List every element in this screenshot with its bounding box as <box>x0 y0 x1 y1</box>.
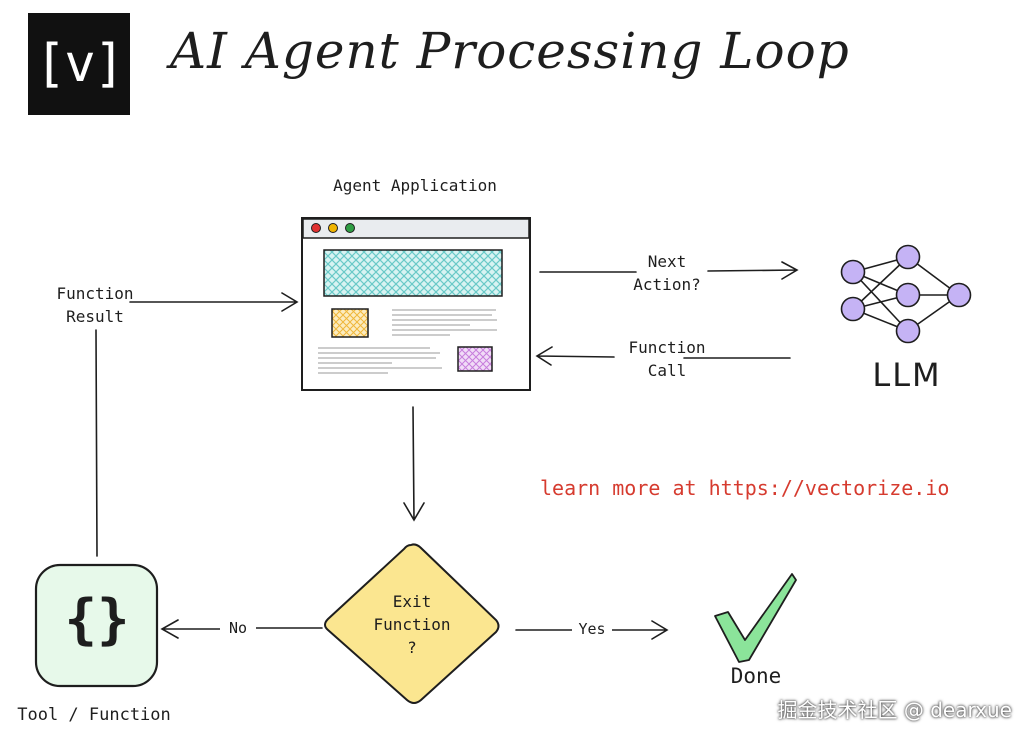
exit-function-label: Exit Function ? <box>360 590 464 659</box>
arrow-next-action <box>539 261 799 280</box>
window-banner-block <box>323 249 503 297</box>
agent-application-label: Agent Application <box>333 176 497 195</box>
next-action-label: Next Action? <box>612 250 722 296</box>
agent-application-window <box>301 217 531 391</box>
function-result-line1: Function <box>56 284 134 303</box>
arrow-function-result <box>129 292 299 312</box>
diagram-title: AI Agent Processing Loop <box>170 22 850 80</box>
function-call-line1: Function <box>628 338 706 357</box>
yes-edge-label: Yes <box>572 620 612 638</box>
llm-network-icon <box>840 244 972 344</box>
window-yellow-block <box>331 308 369 338</box>
arrow-yes <box>515 620 669 640</box>
window-minimize-dot <box>328 223 338 233</box>
exit-function-diamond <box>324 543 500 704</box>
next-action-line2: Action? <box>633 275 701 294</box>
learn-more-link[interactable]: learn more at https://vectorize.io <box>540 476 950 500</box>
arrow-no <box>160 619 323 639</box>
tool-function-label: Tool / Function <box>17 705 171 725</box>
window-text-lines <box>318 309 497 374</box>
exit-line3: ? <box>407 638 417 657</box>
arrow-app-to-exit <box>403 406 425 522</box>
function-result-line2: Result <box>66 307 124 326</box>
function-call-label: Function Call <box>612 336 722 382</box>
arrow-function-call <box>535 346 791 366</box>
exit-line2: Function <box>373 615 451 634</box>
exit-line1: Exit <box>392 592 432 611</box>
window-purple-block <box>457 346 493 372</box>
vectorize-logo: [v] <box>28 13 130 115</box>
tool-function-box <box>34 563 159 688</box>
line-tool-to-result <box>95 329 98 557</box>
done-label: Done <box>730 664 782 688</box>
curly-braces-icon: {} <box>64 588 130 651</box>
window-maximize-dot <box>345 223 355 233</box>
window-close-dot <box>311 223 321 233</box>
done-checkmark-icon <box>714 573 797 663</box>
function-call-line2: Call <box>647 361 687 380</box>
next-action-line1: Next <box>647 252 687 271</box>
arrows <box>95 261 799 640</box>
no-edge-label: No <box>220 619 256 637</box>
watermark: 掘金技术社区 @ dearxue <box>777 698 1012 722</box>
llm-label: LLM <box>872 356 942 394</box>
function-result-label: Function Result <box>40 282 150 328</box>
